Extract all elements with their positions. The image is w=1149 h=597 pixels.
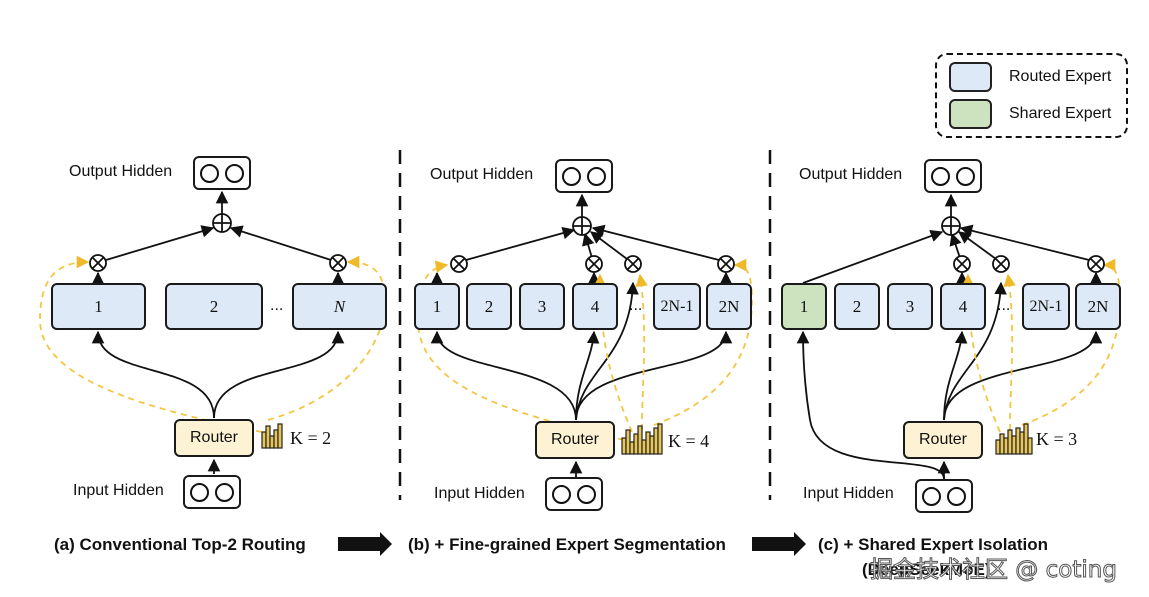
routed-expert-1: 1	[414, 283, 460, 330]
caption-arrow-b-c	[752, 532, 806, 556]
caption-arrows	[338, 532, 806, 556]
input-hidden-label: Input Hidden	[73, 482, 164, 499]
legend: Routed Expert Shared Expert	[935, 53, 1128, 138]
output-hidden-vector	[555, 159, 613, 193]
watermark: 掘金技术社区 @ coting	[870, 557, 1118, 584]
routed-expert-3: 3	[519, 283, 565, 330]
top-k-value: K = 4	[668, 431, 709, 452]
panel-a-edges	[91, 190, 345, 474]
panel-c-gates	[941, 216, 1105, 273]
neuron-icon	[586, 166, 606, 186]
experts-ellipsis: ...	[629, 297, 643, 314]
top-k-text: K = 4	[668, 431, 710, 451]
neuron-icon	[552, 484, 572, 504]
neuron-icon	[190, 482, 210, 502]
output-hidden-vector	[924, 159, 982, 193]
output-hidden-label: Output Hidden	[430, 166, 534, 183]
neuron-icon	[946, 486, 966, 506]
input-hidden-vector	[915, 479, 973, 513]
input-hidden-vector	[545, 477, 603, 511]
routed-expert-3: 3	[887, 283, 933, 330]
routed-expert-4: 4	[940, 283, 986, 330]
neuron-icon	[200, 163, 220, 183]
input-hidden-vector	[183, 475, 241, 509]
neuron-icon	[562, 166, 582, 186]
legend-shared-label: Shared Expert	[1009, 105, 1112, 122]
top-k-text: K = 3	[1036, 429, 1078, 449]
neuron-icon	[576, 484, 596, 504]
panel-a-score-bars	[261, 423, 283, 449]
legend-shared-swatch	[949, 99, 992, 129]
neuron-icon	[214, 482, 234, 502]
routed-expert-2n-1: 2N-1	[653, 283, 701, 330]
routed-expert-2n-1: 2N-1	[1022, 283, 1070, 330]
top-k-value: K = 3	[1036, 429, 1077, 450]
routed-expert-2: 2	[834, 283, 880, 330]
caption-c: (c) + Shared Expert Isolation	[818, 535, 1049, 554]
top-k-text: K = 2	[290, 428, 332, 448]
experts-ellipsis: ...	[270, 297, 284, 314]
caption-a: (a) Conventional Top-2 Routing	[54, 535, 306, 554]
panel-b-gates	[450, 216, 735, 273]
router: Router	[174, 419, 254, 457]
output-hidden-label: Output Hidden	[69, 163, 173, 180]
caption-c-sub: (DeepSeekMoE)	[862, 560, 991, 579]
routed-expert-2n: 2N	[706, 283, 752, 330]
neuron-icon	[931, 166, 951, 186]
routed-expert-2n: 2N	[1075, 283, 1121, 330]
top-k-value: K = 2	[290, 428, 331, 449]
caption-arrow-a-b	[338, 532, 392, 556]
panel-b-score-bars	[621, 423, 663, 455]
routed-expert-4: 4	[572, 283, 618, 330]
routed-expert-2: 2	[466, 283, 512, 330]
routed-expert-n: N	[292, 283, 387, 330]
input-hidden-label: Input Hidden	[803, 485, 894, 502]
input-hidden-label: Input Hidden	[434, 485, 525, 502]
panel-a-dashed-routes	[39, 255, 386, 433]
routed-expert-2: 2	[165, 283, 263, 330]
panel-c-score-bars	[995, 423, 1033, 455]
neuron-icon	[922, 486, 942, 506]
legend-routed-swatch	[949, 62, 992, 92]
caption-b: (b) + Fine-grained Expert Segmentation	[408, 535, 726, 554]
panel-b-edges	[430, 193, 733, 477]
panel-a-gates	[89, 213, 347, 272]
shared-expert-1: 1	[781, 283, 827, 330]
output-hidden-label: Output Hidden	[799, 166, 903, 183]
legend-routed-label: Routed Expert	[1009, 68, 1112, 85]
output-hidden-vector	[193, 156, 251, 190]
routed-expert-1: 1	[51, 283, 146, 330]
router: Router	[903, 421, 983, 459]
router: Router	[535, 421, 615, 459]
neuron-icon	[955, 166, 975, 186]
neuron-icon	[224, 163, 244, 183]
experts-ellipsis: ...	[997, 297, 1011, 314]
